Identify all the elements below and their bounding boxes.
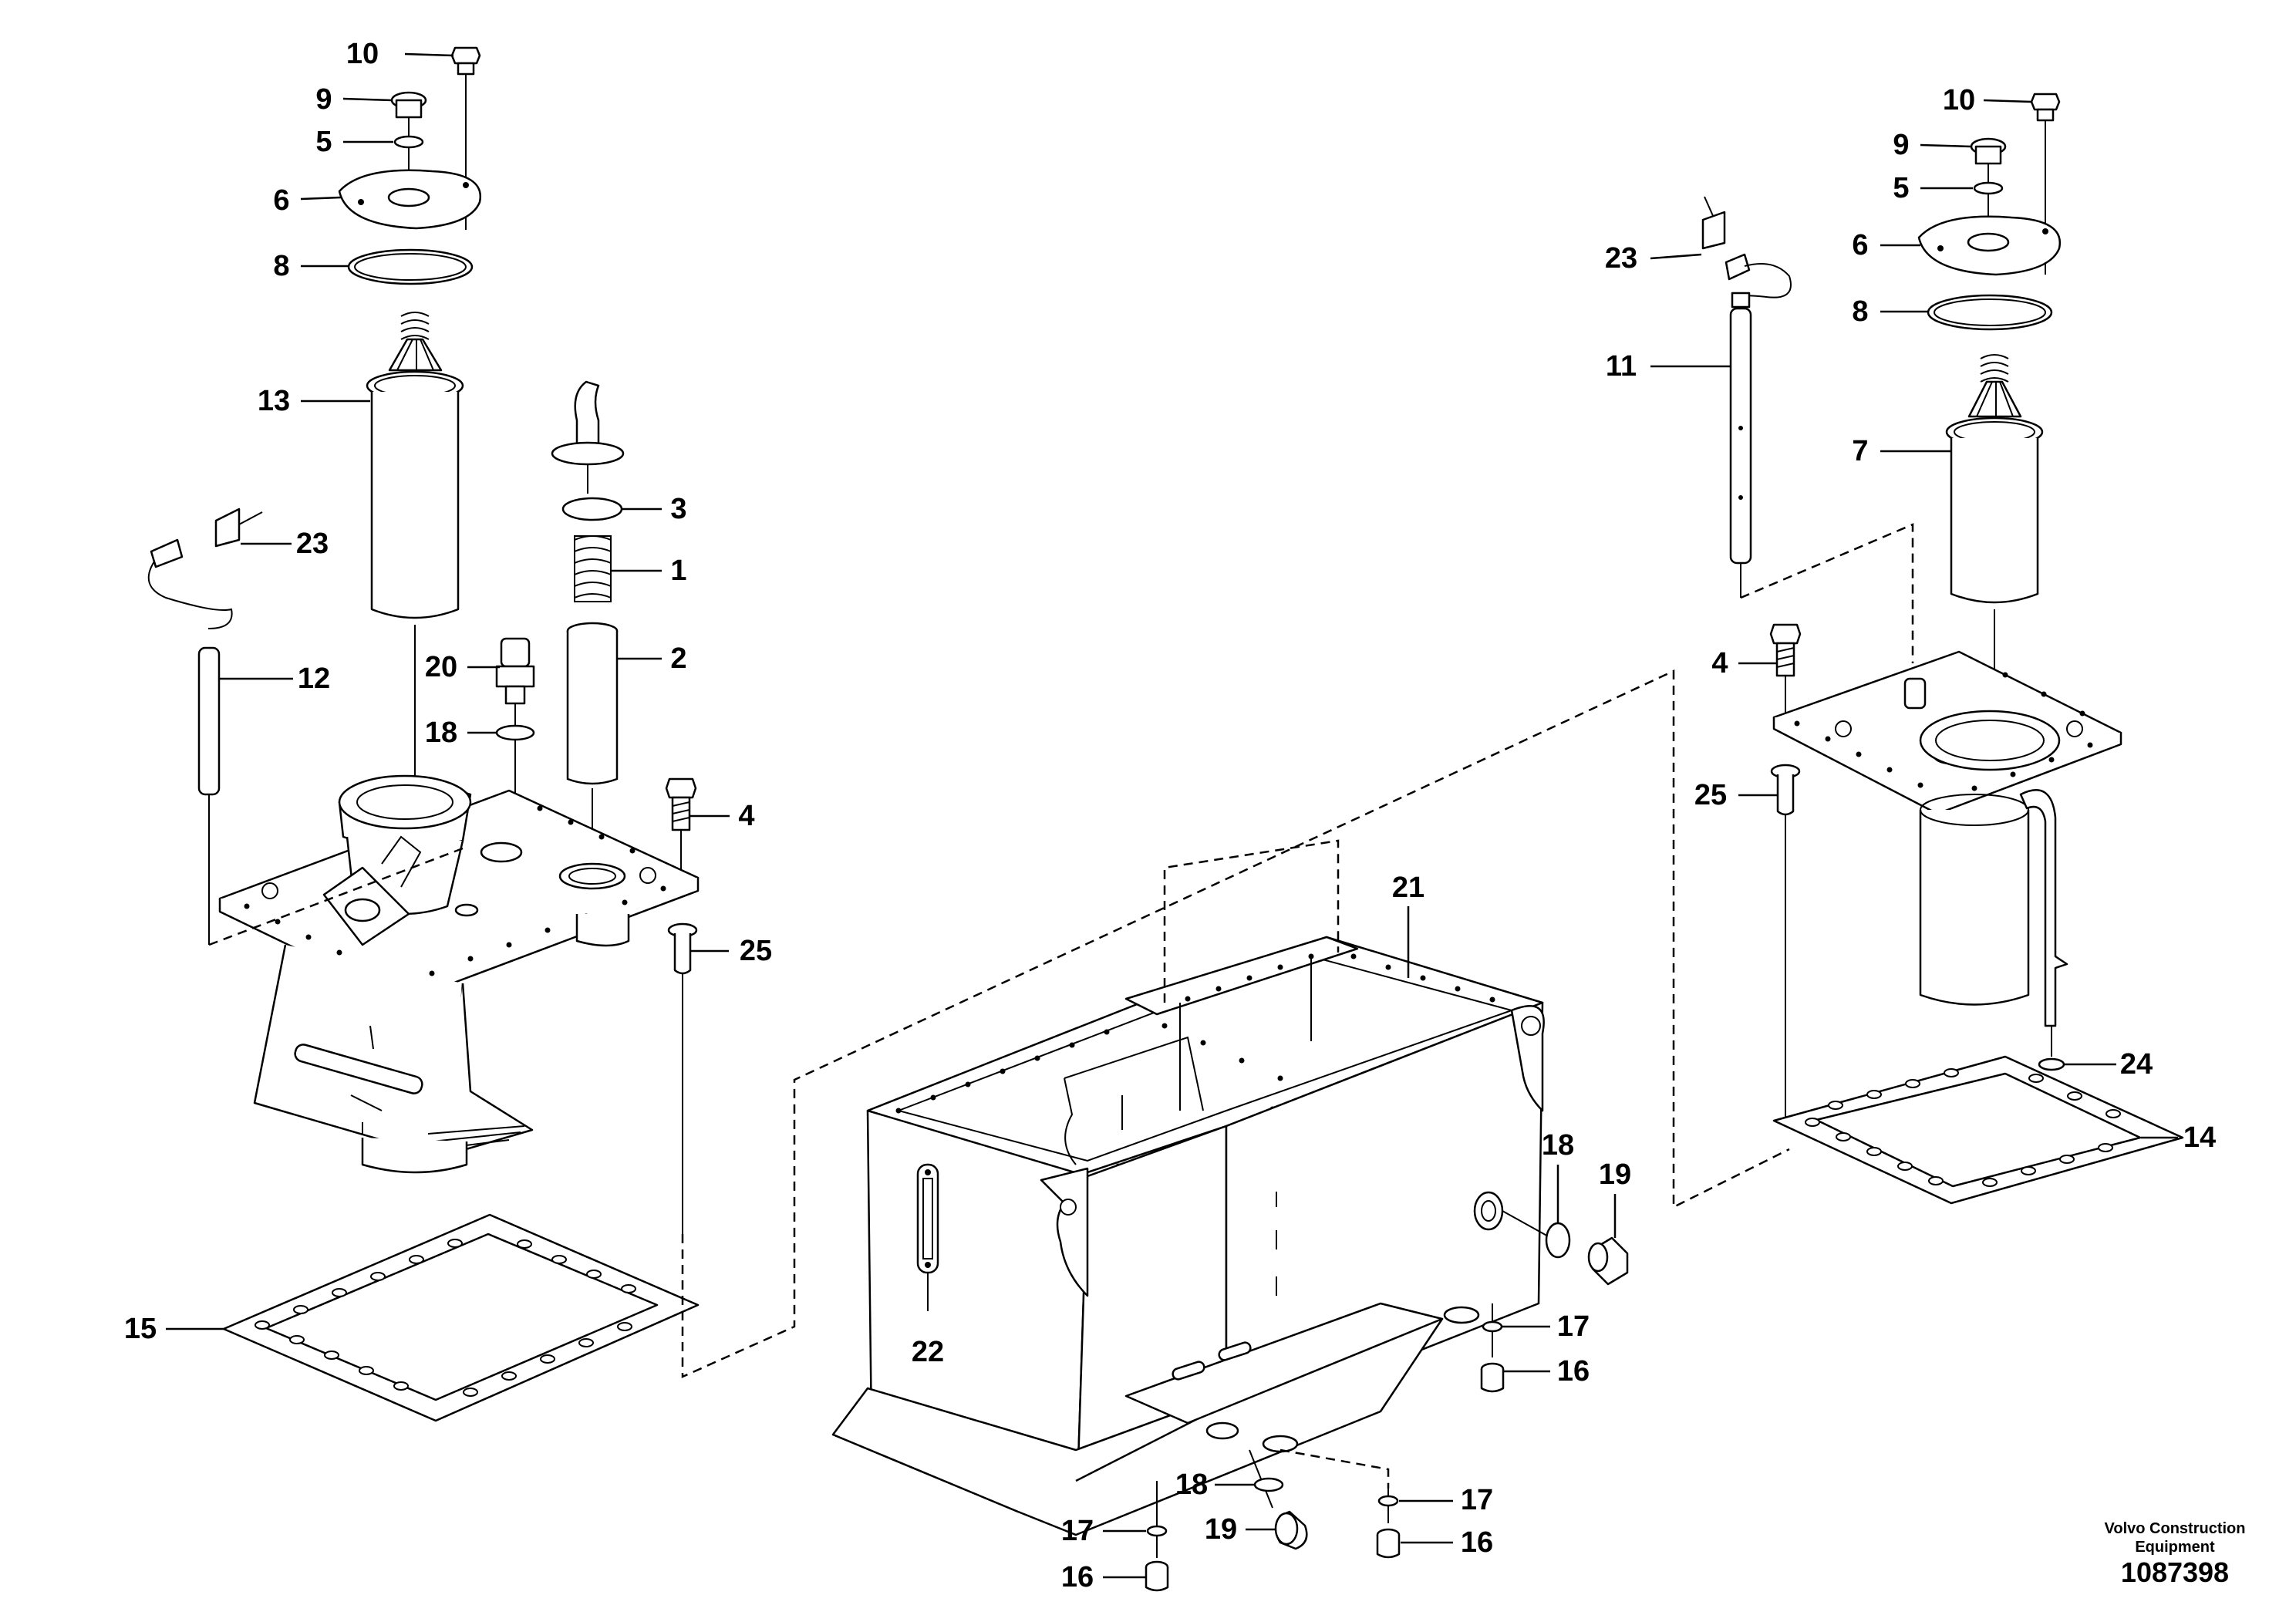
- oring-5-left: [393, 135, 424, 149]
- level-sensor-12: [147, 508, 263, 945]
- tank-cover-plate-right: [1772, 650, 2122, 815]
- right-filter-assembly: [1701, 93, 2184, 1205]
- callout-9-right: 9: [1893, 129, 1909, 161]
- callout-18-mid: 18: [1542, 1129, 1574, 1162]
- callout-17-bottom-left: 17: [1061, 1515, 1094, 1547]
- hydraulic-tank-21: [831, 839, 1559, 1536]
- callout-12: 12: [298, 663, 330, 695]
- callout-21: 21: [1392, 872, 1424, 904]
- manufacturer-line-2: Equipment: [2135, 1539, 2215, 1556]
- bushing-25-left: [667, 922, 698, 1234]
- callout-14: 14: [2183, 1121, 2216, 1154]
- gasket-15: [222, 1213, 700, 1422]
- callout-3: 3: [670, 493, 686, 525]
- bolt-4-left: [665, 777, 697, 870]
- cover-6-left: [338, 169, 482, 230]
- callout-25-right: 25: [1694, 779, 1727, 811]
- oring-3: [561, 497, 623, 521]
- callout-7: 7: [1852, 435, 1868, 467]
- oring-18-mid: [1545, 1222, 1571, 1259]
- manufacturer-caption: Volvo Construction Equipment: [2075, 1519, 2275, 1556]
- callout-13: 13: [258, 385, 290, 417]
- bolt-4-right: [1769, 623, 1802, 721]
- illustration-number: 1087398: [2120, 1556, 2230, 1588]
- callout-18-left: 18: [425, 717, 457, 749]
- callout-22: 22: [912, 1336, 944, 1368]
- callout-16-mid: 16: [1557, 1355, 1590, 1388]
- oring-8-left: [347, 248, 474, 285]
- sight-glass-22: [916, 1163, 939, 1311]
- callout-15: 15: [124, 1313, 157, 1345]
- callout-18-bottom: 18: [1175, 1469, 1208, 1501]
- callout-2: 2: [670, 642, 686, 675]
- filter-housing: [322, 774, 472, 946]
- plug-19-mid: [1587, 1236, 1629, 1286]
- plug-19-bottom: [1249, 1449, 1308, 1550]
- manufacturer-line-1: Volvo Construction: [2104, 1520, 2246, 1537]
- callout-19-mid: 19: [1599, 1158, 1631, 1191]
- callout-9-left: 9: [315, 83, 332, 116]
- callout-8-right: 8: [1852, 295, 1868, 328]
- cover-6-right: [1917, 215, 2062, 276]
- bolt-10-right: [2030, 93, 2061, 230]
- callout-4-left: 4: [738, 800, 754, 832]
- oring-18-left: [495, 724, 535, 741]
- plug-16-mid: [1480, 1303, 1505, 1393]
- callout-23-left: 23: [296, 528, 329, 560]
- callout-23-right: 23: [1605, 242, 1637, 275]
- bushing-25-right: [1770, 764, 1801, 1126]
- callout-6-right: 6: [1852, 229, 1868, 261]
- callout-4-right: 4: [1711, 647, 1728, 679]
- callout-17-mid: 17: [1557, 1310, 1590, 1343]
- bolt-10-left: [450, 46, 481, 184]
- plug-9-right: [1970, 137, 2007, 239]
- callout-8-left: 8: [273, 250, 289, 282]
- callout-1: 1: [670, 555, 686, 587]
- callout-20: 20: [425, 651, 457, 683]
- plug-16-bottom-right: [1279, 1448, 1401, 1559]
- filter-13: [366, 312, 464, 848]
- callouts: 10 9 5 6 8 13 3 1 23 2 20 12 18 4 25 15 …: [124, 38, 2216, 1593]
- callout-10-left: 10: [346, 38, 379, 70]
- oring-5-right: [1973, 181, 2004, 195]
- canister-and-return-pipe: [1919, 789, 2068, 1057]
- fitting-20: [495, 637, 535, 879]
- callout-24: 24: [2120, 1048, 2153, 1081]
- callout-19-bottom: 19: [1205, 1513, 1237, 1546]
- filter-2: [566, 622, 619, 864]
- callout-10-right: 10: [1943, 84, 1975, 116]
- callout-6-left: 6: [273, 184, 289, 217]
- gasket-14: [1772, 1055, 2184, 1205]
- callout-16-bottom-right: 16: [1461, 1526, 1493, 1559]
- diffuser-left: [253, 944, 534, 1174]
- left-filter-assembly: [147, 46, 1790, 1422]
- callout-17-bottom-right: 17: [1461, 1484, 1493, 1516]
- callout-11: 11: [1606, 350, 1637, 383]
- breather-pipe: [551, 380, 625, 494]
- callout-25-left: 25: [740, 935, 772, 967]
- callout-16-bottom-left: 16: [1061, 1561, 1094, 1593]
- oring-8-right: [1927, 294, 2053, 331]
- plug-16-bottom-left: [1145, 1481, 1169, 1592]
- callout-5-left: 5: [315, 126, 332, 158]
- spring-1: [574, 535, 612, 602]
- washer-24: [2038, 1057, 2065, 1071]
- callout-5-right: 5: [1893, 172, 1909, 204]
- level-sensor-11: [1701, 196, 1792, 598]
